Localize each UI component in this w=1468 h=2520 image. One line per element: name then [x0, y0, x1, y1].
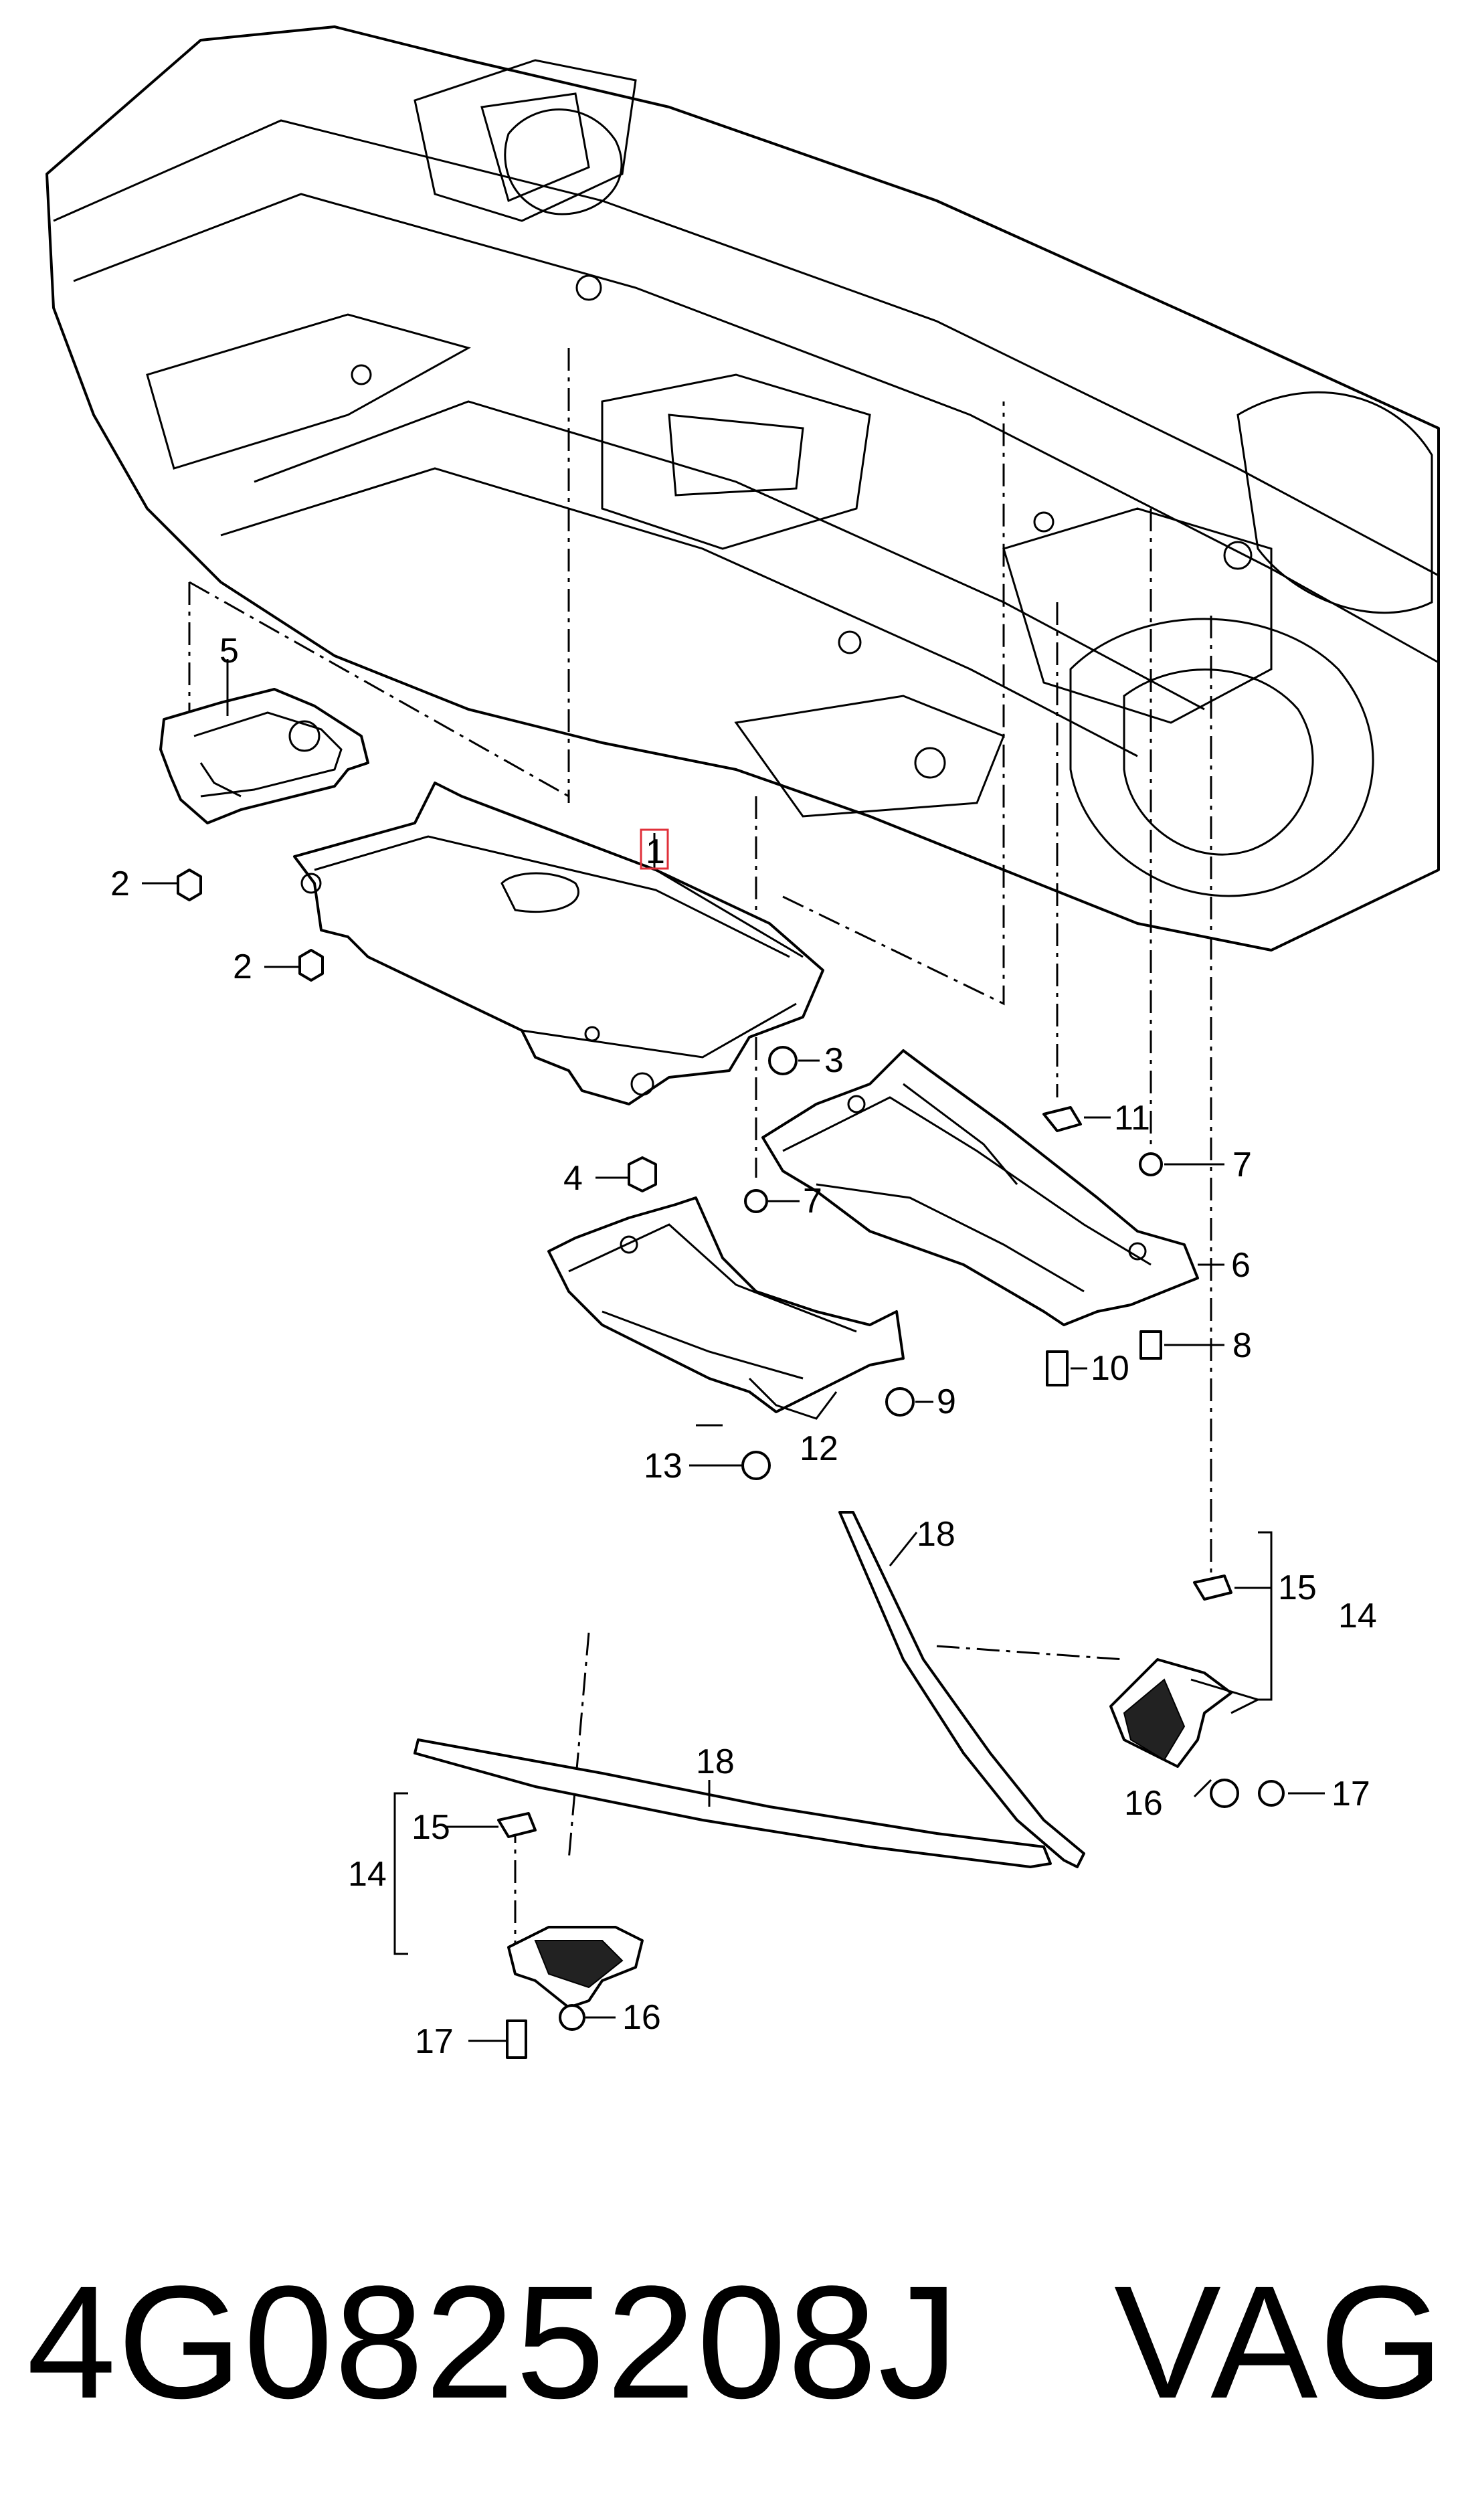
callout-6: 6: [1231, 1246, 1251, 1285]
callout-2b: 2: [233, 948, 252, 986]
callout-16a: 16: [1124, 1784, 1163, 1823]
callout-18b: 18: [696, 1742, 735, 1781]
callout-1: 1: [646, 832, 665, 871]
callout-13: 13: [644, 1447, 682, 1486]
part-number: 4G0825208J: [27, 2252, 960, 2432]
callout-12: 12: [800, 1429, 838, 1468]
callout-5: 5: [219, 632, 239, 670]
callout-2a: 2: [110, 865, 130, 903]
callout-16b: 16: [622, 1998, 661, 2037]
callout-15a: 15: [1278, 1568, 1317, 1607]
fasteners: [177, 869, 1285, 2059]
callout-1-highlight: [640, 828, 669, 870]
part-14-bracket-right: [1109, 1658, 1261, 1768]
brand-name: VAG: [1113, 2252, 1445, 2432]
part-18-struts: [414, 1511, 1085, 1868]
callout-7b: 7: [1232, 1146, 1252, 1184]
callout-4: 4: [563, 1159, 583, 1198]
callout-14b: 14: [348, 1855, 387, 1894]
callout-labels: 1 2 2 3 4 5 6 7 7 8 9 10 11 12 13 14 14 …: [110, 632, 1377, 2061]
callout-10: 10: [1091, 1349, 1129, 1388]
callout-leaders: [142, 659, 1325, 2042]
callout-11: 11: [1114, 1099, 1150, 1138]
callout-18a: 18: [917, 1515, 955, 1554]
part-1-underbody-cover: [293, 782, 824, 1105]
callout-15b: 15: [411, 1808, 450, 1847]
callout-17a: 17: [1332, 1775, 1370, 1813]
callout-8: 8: [1232, 1326, 1252, 1365]
vehicle-underbody: [45, 25, 1440, 952]
callout-7a: 7: [803, 1182, 822, 1221]
part-12-side-cover: [547, 1196, 905, 1420]
callout-9: 9: [937, 1382, 956, 1421]
callout-14a: 14: [1338, 1597, 1377, 1635]
part-6-side-cover: [761, 1049, 1199, 1326]
assembly-guide-lines: [188, 348, 1212, 1967]
part-caption: 4G0825208J VAG: [27, 2242, 1445, 2442]
part-14-bracket-left: [507, 1926, 644, 2009]
callout-3: 3: [824, 1041, 844, 1080]
callout-17b: 17: [415, 2022, 454, 2061]
part-5-heat-shield: [159, 688, 369, 824]
